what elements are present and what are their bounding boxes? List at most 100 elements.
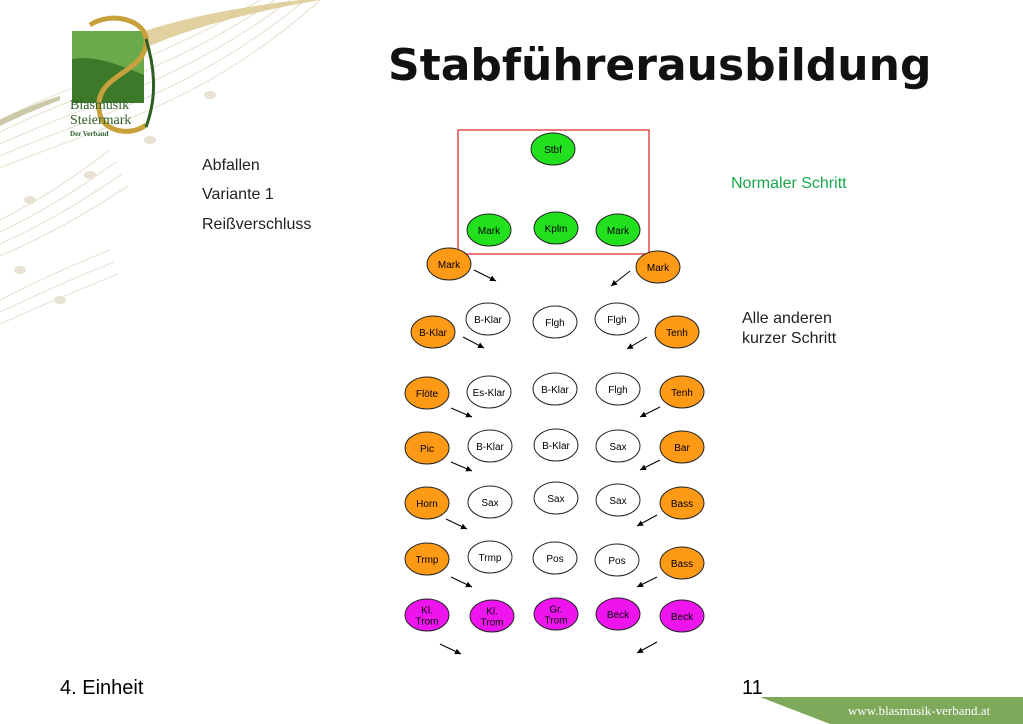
note-other-line2: kurzer Schritt [742,330,837,347]
node-label: Flgh [607,315,626,326]
formation-node: Stbf [530,132,576,166]
formation-node: B-Klar [533,428,579,462]
label-abfallen: Abfallen [202,157,260,174]
node-label: Flgh [608,385,627,396]
node-ellipse [594,543,640,577]
page-number: 11 [742,677,763,699]
arrow [610,270,631,287]
node-label: Trom [416,617,439,628]
footer-url[interactable]: www.blasmusik-verband.at [848,703,991,718]
node-label: B-Klar [474,315,502,326]
node-ellipse [654,315,700,349]
node-ellipse [404,376,450,410]
node-label: Bar [674,443,690,454]
formation-node: Tenh [654,315,700,349]
arrow [445,518,468,530]
formation-node: Es-Klar [466,375,512,409]
node-ellipse [595,372,641,406]
node-ellipse [532,541,578,575]
arrow [462,336,485,349]
node-ellipse [404,598,450,632]
node-label: Beck [671,612,694,623]
formation-node: Beck [595,597,641,631]
node-ellipse [426,247,472,281]
node-label: Pic [420,444,434,455]
arrow [636,641,658,654]
node-ellipse [533,481,579,515]
node-ellipse [595,213,641,247]
node-label: Horn [416,499,438,510]
formation-node: Flgh [594,302,640,336]
note-normal-step: Normaler Schritt [731,175,847,192]
node-ellipse [659,430,705,464]
arrow [636,576,658,588]
node-label: Trmp [479,553,502,564]
formation-node: Flöte [404,376,450,410]
logo-line1: Blasmusik [70,98,130,113]
node-label: Kl. [421,606,433,617]
node-label: Mark [478,226,501,237]
node-ellipse [533,597,579,631]
formation-node: Kplm [533,211,579,245]
formation-node: Mark [635,250,681,284]
arrow [636,514,658,527]
formation-node: Flgh [532,305,578,339]
formation-node: Sax [533,481,579,515]
node-label: Kplm [545,224,568,235]
node-ellipse [467,429,513,463]
arrow [450,407,473,418]
node-ellipse [530,132,576,166]
note-other-line1: Alle anderen [742,310,832,327]
arrow [439,643,462,655]
node-label: Kl. [486,607,498,618]
node-label: Pos [608,556,625,567]
formation-node: Tenh [659,375,705,409]
node-ellipse [466,213,512,247]
logo-line3: Der Verband [70,130,109,138]
formation-node: Mark [426,247,472,281]
node-label: B-Klar [542,441,570,452]
node-ellipse [466,375,512,409]
formation-node: Kl.Trom [404,598,450,632]
node-label: Trmp [416,555,439,566]
formation-node: Horn [404,486,450,520]
node-ellipse [467,540,513,574]
arrow [473,269,497,282]
formation-node: Sax [595,483,641,517]
formation-node: Sax [595,429,641,463]
movement-arrows [439,269,661,655]
node-label: Trom [481,618,504,629]
node-label: Es-Klar [473,388,506,399]
formation-node: Pic [404,431,450,465]
formation-node: Trmp [404,542,450,576]
formation-node: Bar [659,430,705,464]
node-label: Sax [547,494,564,505]
logo-line2: Steiermark [70,113,132,128]
arrow [450,461,473,472]
node-ellipse [595,597,641,631]
formation-node: Mark [466,213,512,247]
label-variante: Variante 1 [202,186,274,203]
formation-node: Flgh [595,372,641,406]
node-label: B-Klar [419,328,447,339]
node-ellipse [404,542,450,576]
node-ellipse [467,485,513,519]
node-ellipse [595,483,641,517]
node-label: B-Klar [476,442,504,453]
arrow [639,406,661,418]
node-label: Mark [647,263,670,274]
formation-node: B-Klar [465,302,511,336]
formation-node: Bass [659,486,705,520]
node-label: Bass [671,499,693,510]
node-ellipse [533,211,579,245]
node-label: Sax [481,498,498,509]
node-ellipse [659,375,705,409]
node-label: Tenh [671,388,693,399]
node-label: B-Klar [541,385,569,396]
formation-node: Bass [659,546,705,580]
node-label: Flöte [416,389,439,400]
node-ellipse [635,250,681,284]
normal-step-frame [457,129,650,255]
node-ellipse [410,315,456,349]
